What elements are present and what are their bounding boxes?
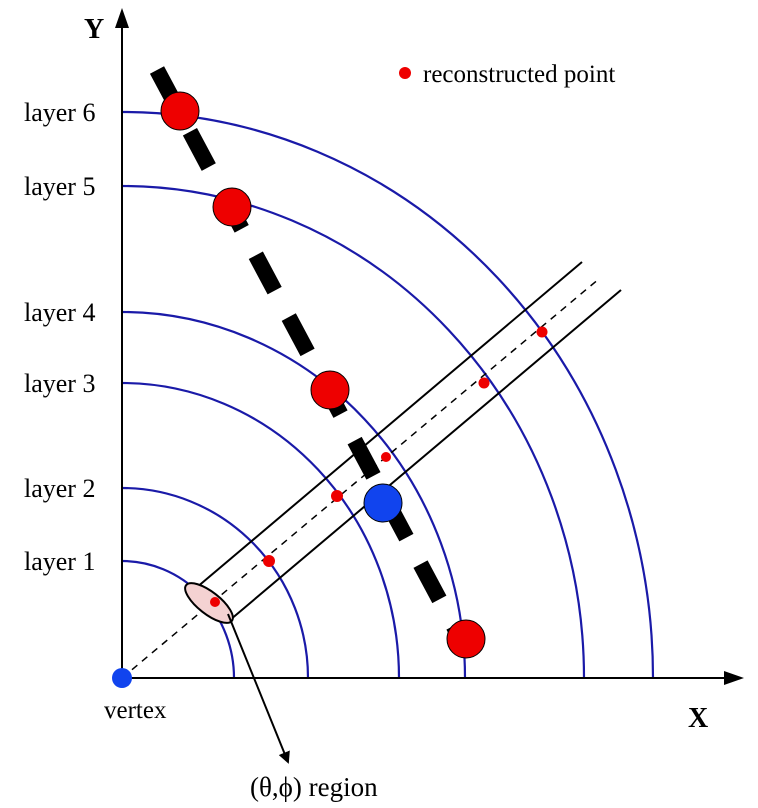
road-point — [536, 326, 548, 338]
road-point — [210, 597, 220, 607]
road-point — [478, 377, 490, 389]
vertex-point — [112, 668, 132, 688]
layer-4-arc — [121, 310, 467, 679]
track-point-layer-6 — [160, 91, 200, 131]
layer-3-arc — [121, 381, 401, 679]
road-point — [381, 452, 391, 462]
track-points — [160, 91, 486, 659]
layer-5-label: layer 5 — [24, 172, 95, 201]
legend-marker — [399, 67, 411, 79]
legend-label: reconstructed point — [423, 61, 615, 88]
road-edge-upper — [195, 261, 583, 589]
road-edge-lower — [229, 289, 622, 621]
road-center-line — [121, 277, 601, 679]
road-point — [263, 555, 275, 567]
layer-2-label: layer 2 — [24, 474, 95, 503]
road-points — [210, 326, 548, 607]
legend: reconstructed point — [399, 61, 615, 88]
layer-1-label: layer 1 — [24, 547, 95, 576]
road-point — [331, 490, 343, 502]
layer-labels: layer 1 layer 2 layer 3 layer 4 layer 5 … — [24, 98, 95, 576]
region-pointer-arrow — [227, 613, 290, 764]
vertex-label: vertex — [104, 697, 167, 724]
y-axis-label: Y — [84, 14, 104, 45]
layer-3-label: layer 3 — [24, 369, 95, 398]
theta-phi-region — [184, 582, 234, 624]
search-road — [121, 261, 622, 679]
layer-2-arc — [121, 486, 310, 679]
layer-4-label: layer 4 — [24, 298, 95, 327]
x-axis-label: X — [688, 703, 708, 734]
x-axis-arrowhead — [724, 671, 744, 685]
axes — [115, 8, 744, 685]
y-axis-arrowhead — [115, 8, 129, 28]
region-label: (θ,ϕ) region — [250, 772, 378, 802]
track-point-layer-1 — [446, 619, 486, 659]
track-point-layer-5 — [212, 187, 252, 227]
layer-6-arc — [121, 110, 655, 679]
track-line — [149, 66, 469, 644]
track-point-layer-3 — [310, 370, 350, 410]
track-point-blue — [363, 483, 403, 523]
layer-5-arc — [121, 184, 586, 679]
layer-6-label: layer 6 — [24, 98, 95, 127]
